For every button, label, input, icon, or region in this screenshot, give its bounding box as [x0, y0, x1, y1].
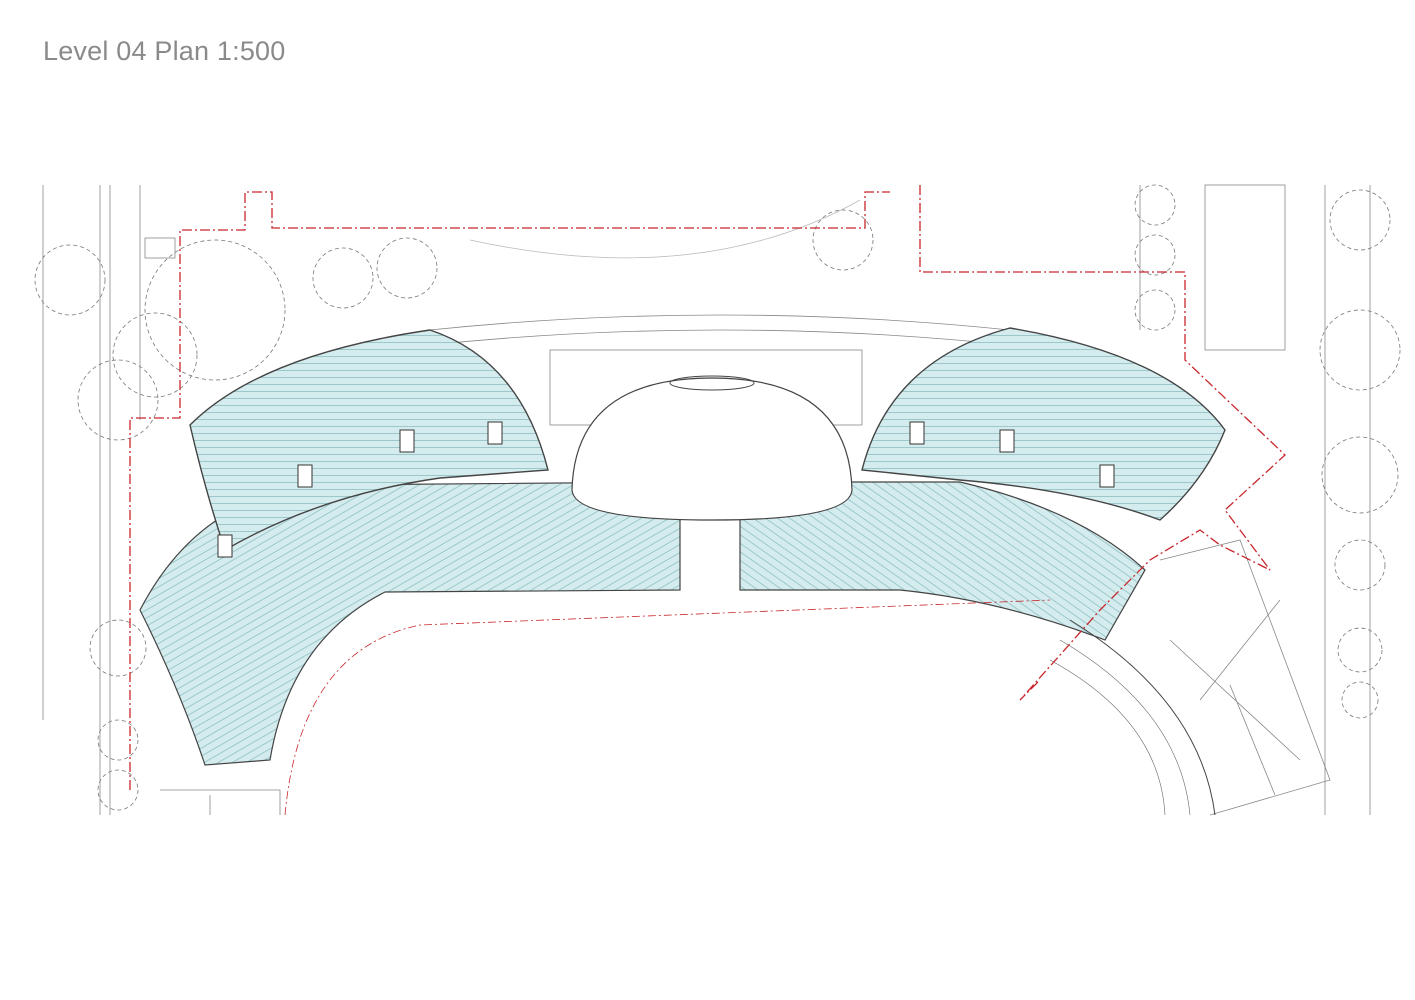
site-boundary: [129, 185, 1286, 790]
dome-skylight: [669, 375, 755, 391]
upper-tier-seating-right: [861, 327, 1226, 521]
central-dome-roof: [571, 377, 853, 521]
vomitories: [217, 421, 1115, 558]
field-edge: [284, 599, 1216, 816]
lower-tier-seating-left: [139, 481, 681, 766]
site-linework: [42, 184, 1371, 816]
trees: [34, 184, 1401, 811]
drawing-title: Level 04 Plan 1:500: [43, 36, 286, 66]
